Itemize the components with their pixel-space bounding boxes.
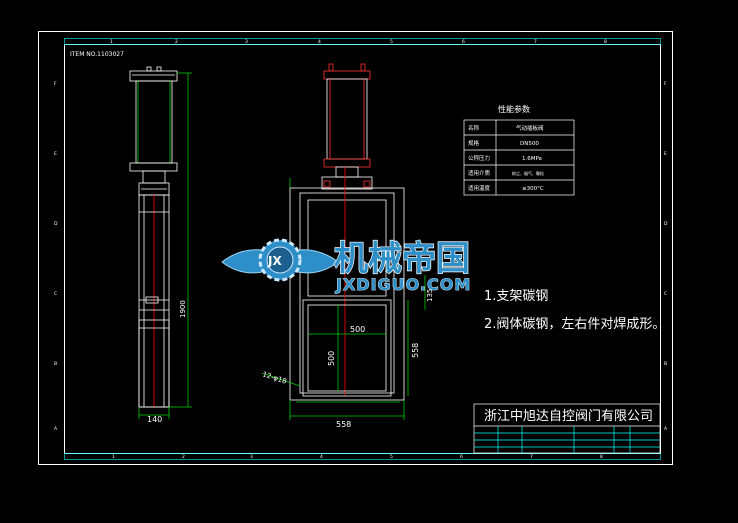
front-cylinder-body: [326, 78, 368, 160]
zone-num: 2: [182, 454, 185, 460]
zone-num: 8: [600, 454, 603, 460]
dim-inner-height-label: 500: [327, 351, 336, 366]
zone-num: 5: [390, 39, 393, 45]
zone-num: 5: [390, 454, 393, 460]
zone-num: 2: [175, 39, 178, 45]
watermark: JX 机械帝国 JXDIGUO.COM: [221, 238, 471, 294]
zone-letter: E: [54, 151, 57, 157]
zone-letter: D: [664, 221, 668, 227]
params-title: 性能参数: [498, 104, 530, 114]
front-cylinder-top: [323, 70, 371, 80]
item-number: ITEM NO.1103027: [70, 51, 124, 58]
zone-num: 1: [112, 454, 115, 460]
front-cylinder-tab: [328, 63, 334, 72]
zone-num: 3: [250, 454, 253, 460]
zone-strip-bottom: [64, 453, 661, 460]
zone-letter: B: [54, 361, 57, 367]
holes-leader: [261, 372, 301, 387]
params-label: 规格: [468, 139, 480, 147]
params-label: 适用温度: [468, 184, 491, 192]
dim-side-height: 1900: [179, 300, 187, 318]
frame-clamp: [145, 296, 159, 304]
valve-body-side: [138, 319, 170, 408]
watermark-title: 机械帝国: [334, 239, 470, 279]
params-value: DN500: [520, 141, 539, 147]
dim-bottom-label: 558: [336, 420, 351, 429]
cylinder-tab-right: [156, 66, 162, 72]
zone-numbers-top: 1 2 3 4 5 6 7 8: [110, 39, 607, 45]
zone-letter: E: [664, 151, 667, 157]
watermark-url: JXDIGUO.COM: [335, 275, 471, 294]
params-labels: 名称 规格 公称压力 适用介质 适用温度: [468, 124, 491, 192]
zone-num: 8: [604, 39, 607, 45]
params-label: 名称: [468, 124, 480, 132]
port-opening: [302, 299, 392, 397]
front-view: [261, 63, 426, 420]
wing-right-icon: [297, 249, 339, 274]
front-cylinder-tab: [360, 63, 366, 72]
zone-letter: A: [664, 426, 668, 432]
gear-inner: [266, 246, 294, 274]
zone-letters-right: F E D C B A: [664, 81, 668, 432]
holes-label: 12-φ18: [261, 370, 287, 385]
company-name: 浙江中旭达自控阀门有限公司: [484, 409, 653, 424]
front-yoke-bolt: [323, 180, 331, 188]
zone-num: 3: [245, 39, 248, 45]
zone-letter: C: [54, 291, 57, 297]
params-frame: [463, 119, 575, 196]
zone-num: 7: [534, 39, 537, 45]
zone-letter: A: [54, 426, 58, 432]
zone-letter: B: [664, 361, 667, 367]
logo-letters: JX: [267, 254, 282, 268]
front-flange: [307, 199, 387, 297]
dim-side-width: 140: [147, 415, 162, 424]
zone-letter: C: [664, 291, 667, 297]
zone-numbers-bottom: 1 2 3 4 5 6 7 8: [112, 454, 603, 460]
front-outer-frame: [289, 187, 405, 401]
params-label: 适用介质: [468, 169, 491, 177]
zone-num: 1: [110, 39, 113, 45]
front-inner-frame: [299, 192, 395, 394]
port-inner: [307, 304, 387, 392]
zone-letter: F: [54, 81, 57, 87]
dim-right-label: 558: [411, 343, 420, 358]
zone-letter: D: [54, 221, 58, 227]
side-view: [129, 66, 192, 419]
zone-num: 4: [318, 39, 321, 45]
cylinder-top-cap: [129, 70, 178, 82]
outer-frame: [38, 31, 673, 465]
yoke-bracket: [142, 170, 166, 184]
cylinder-body: [135, 80, 173, 164]
front-yoke-bolt: [363, 180, 371, 188]
params-values: 气动插板阀 DN500 1.6MPa 粉尘、烟气、颗粒 ≤300°C: [512, 124, 544, 192]
params-value: 1.6MPa: [522, 156, 542, 162]
zone-letters-left: F E D C B A: [54, 81, 58, 432]
wing-left-icon: [221, 249, 263, 274]
zone-num: 6: [462, 39, 465, 45]
dim-offset-label: 135: [426, 289, 434, 302]
params-value: 气动插板阀: [516, 124, 544, 132]
cylinder-bottom-cap: [129, 162, 178, 172]
zone-num: 7: [530, 454, 533, 460]
zone-strip-top: [64, 38, 661, 45]
zone-num: 6: [460, 454, 463, 460]
cylinder-tab-left: [146, 66, 152, 72]
params-value: 粉尘、烟气、颗粒: [512, 170, 544, 176]
note-1: 1.支架碳钢: [484, 289, 548, 304]
note-2: 2.阀体碳钢，左右件对焊成形。: [484, 316, 665, 332]
zone-num: 4: [320, 454, 323, 460]
params-label: 公称压力: [468, 154, 490, 162]
dim-inner-width-label: 500: [350, 325, 365, 334]
params-value: ≤300°C: [522, 186, 544, 192]
title-block-frame: [473, 403, 661, 454]
zone-letter: F: [664, 81, 667, 87]
front-cylinder-bottom: [323, 158, 371, 168]
title-block: [473, 403, 661, 454]
front-rod-block: [335, 166, 359, 178]
params-table: [463, 119, 575, 196]
front-yoke: [321, 176, 373, 190]
